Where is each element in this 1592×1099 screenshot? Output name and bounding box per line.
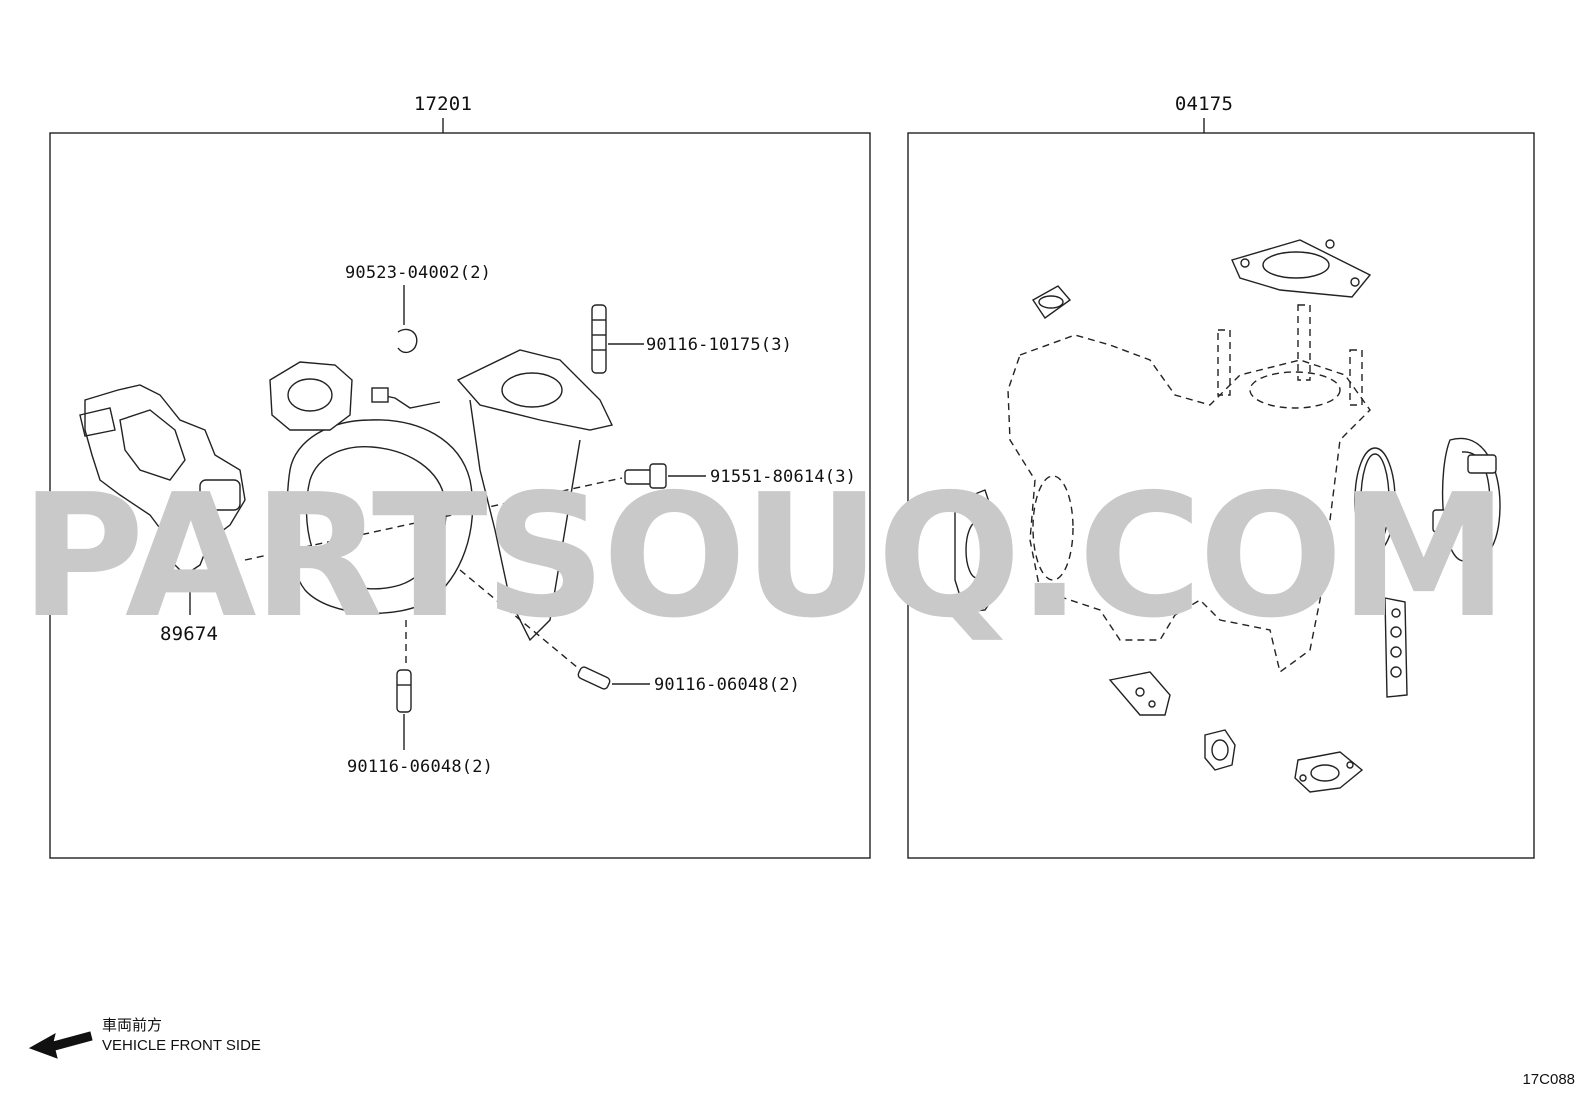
gasket-kit-drawing bbox=[954, 239, 1501, 793]
legend-en: VEHICLE FRONT SIDE bbox=[102, 1037, 261, 1054]
stud-90116-06048-bottom-icon bbox=[396, 669, 412, 713]
group-number-17201[interactable]: 17201 bbox=[414, 93, 472, 115]
callout-91551-80614[interactable]: 91551-80614(3) bbox=[710, 467, 856, 487]
group-number-04175[interactable]: 04175 bbox=[1175, 93, 1233, 115]
callout-89674[interactable]: 89674 bbox=[160, 623, 218, 645]
figure-code: 17C088 bbox=[1522, 1071, 1575, 1088]
clip-90523-icon bbox=[397, 328, 418, 354]
turbocharger-drawing bbox=[79, 349, 614, 642]
legend-jp: 車両前方 bbox=[102, 1017, 162, 1034]
dashed-axis-91551 bbox=[244, 477, 623, 561]
stud-90116-10175-icon bbox=[591, 304, 607, 374]
stud-90116-06048-right-icon bbox=[577, 666, 611, 690]
dashed-axis-06048-right bbox=[459, 569, 579, 669]
callout-90523-04002[interactable]: 90523-04002(2) bbox=[345, 263, 491, 283]
front-arrow-icon bbox=[28, 1031, 93, 1059]
watermark: PARTSOUQ.COM bbox=[20, 458, 1504, 656]
callout-90116-06048-right[interactable]: 90116-06048(2) bbox=[654, 675, 800, 695]
callout-90116-06048-bottom[interactable]: 90116-06048(2) bbox=[347, 757, 493, 777]
group-frame-17201 bbox=[49, 132, 871, 859]
callout-90116-10175[interactable]: 90116-10175(3) bbox=[646, 335, 792, 355]
group-frame-04175 bbox=[907, 132, 1535, 859]
